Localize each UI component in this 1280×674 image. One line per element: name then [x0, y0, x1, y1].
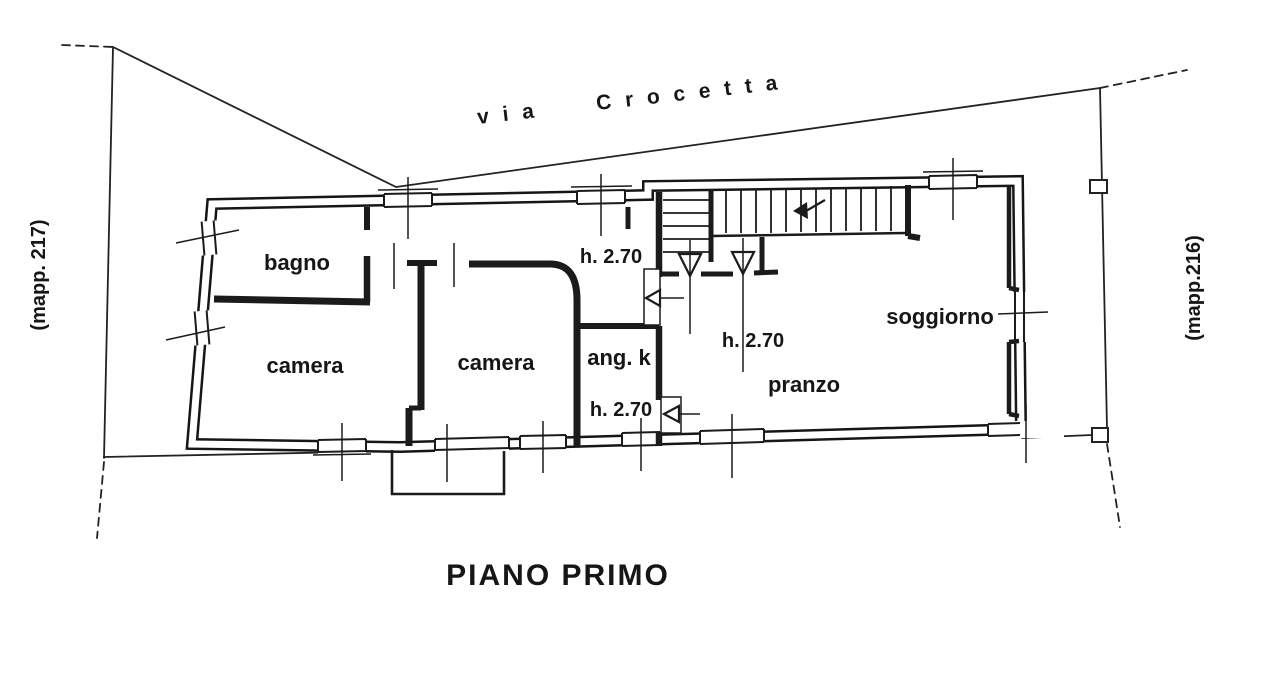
- room-label-ang-k: ang. k: [587, 345, 651, 370]
- window-bottom-1: [312, 423, 372, 481]
- stair-right-wall: [905, 185, 921, 241]
- entrance-door-triangle-icon-1: [677, 240, 703, 334]
- window-top-1: [377, 177, 439, 239]
- window-bottom-4: [699, 414, 765, 478]
- window-bottom-5: [987, 405, 1064, 463]
- boundary-right: [1099, 87, 1108, 429]
- window-left-1-tick: [175, 229, 240, 244]
- room-label-camera-mid: camera: [457, 350, 535, 375]
- window-left-2: [191, 310, 213, 346]
- window-left-1: [198, 220, 220, 256]
- boundary-corner-square-bottom: [1091, 427, 1109, 443]
- flight-b-bottom-edge: [710, 231, 909, 238]
- window-top-3: [922, 158, 984, 220]
- parcel-label-right: (mapp.216): [1183, 235, 1205, 341]
- boundary-dash-top-left: [61, 44, 114, 48]
- street-label-via: v i a: [476, 99, 539, 129]
- parcel-label-left: (mapp. 217): [28, 219, 50, 330]
- interior-walls: [213, 185, 1020, 446]
- balcony-door: [434, 424, 510, 482]
- boundary-corner-square-top: [1089, 179, 1108, 194]
- window-left-2-tick: [165, 326, 226, 341]
- staircase: [663, 186, 909, 262]
- entrance-door-triangle-icon-2: [730, 238, 756, 372]
- flight-a-treads: [663, 199, 709, 253]
- door-arrow-icon-2: [660, 396, 700, 434]
- height-label-pranzo: h. 2.70: [722, 330, 784, 352]
- vestibule-wall-3: [753, 269, 779, 276]
- room-label-pranzo: pranzo: [768, 372, 840, 397]
- boundary-left: [103, 46, 114, 459]
- window-bottom-2: [519, 421, 567, 473]
- height-label-landing: h. 2.70: [580, 246, 642, 268]
- bagno-bottom-wall: [213, 295, 371, 306]
- soggiorno-niche-lower: [1006, 338, 1020, 419]
- room-label-bagno: bagno: [264, 250, 330, 275]
- window-top-2: [570, 174, 633, 236]
- room-label-camera-left: camera: [266, 353, 344, 378]
- room-label-soggiorno: soggiorno: [886, 304, 994, 329]
- stair-direction-arrow-icon: [793, 199, 826, 219]
- height-label-ang-k: h. 2.70: [590, 399, 652, 421]
- exterior-windows: [165, 158, 1064, 482]
- street-line-right: [395, 87, 1101, 188]
- boundary-dash-bottom-left: [96, 461, 105, 539]
- door-arrow-icon-1: [643, 268, 684, 326]
- page-title: PIANO PRIMO: [446, 559, 670, 592]
- curved-wall: [469, 260, 581, 326]
- boundary-dash-bottom-right: [1106, 443, 1121, 528]
- boundary-dash-top-right: [1099, 69, 1188, 89]
- window-right: [997, 292, 1049, 342]
- balcony: [390, 450, 506, 496]
- soggiorno-niche-upper: [1006, 186, 1020, 293]
- window-bottom-3: [621, 418, 661, 471]
- street-label-name: C r o c e t t a: [595, 71, 782, 115]
- street-line-left: [112, 46, 397, 188]
- door-markers: [643, 238, 756, 434]
